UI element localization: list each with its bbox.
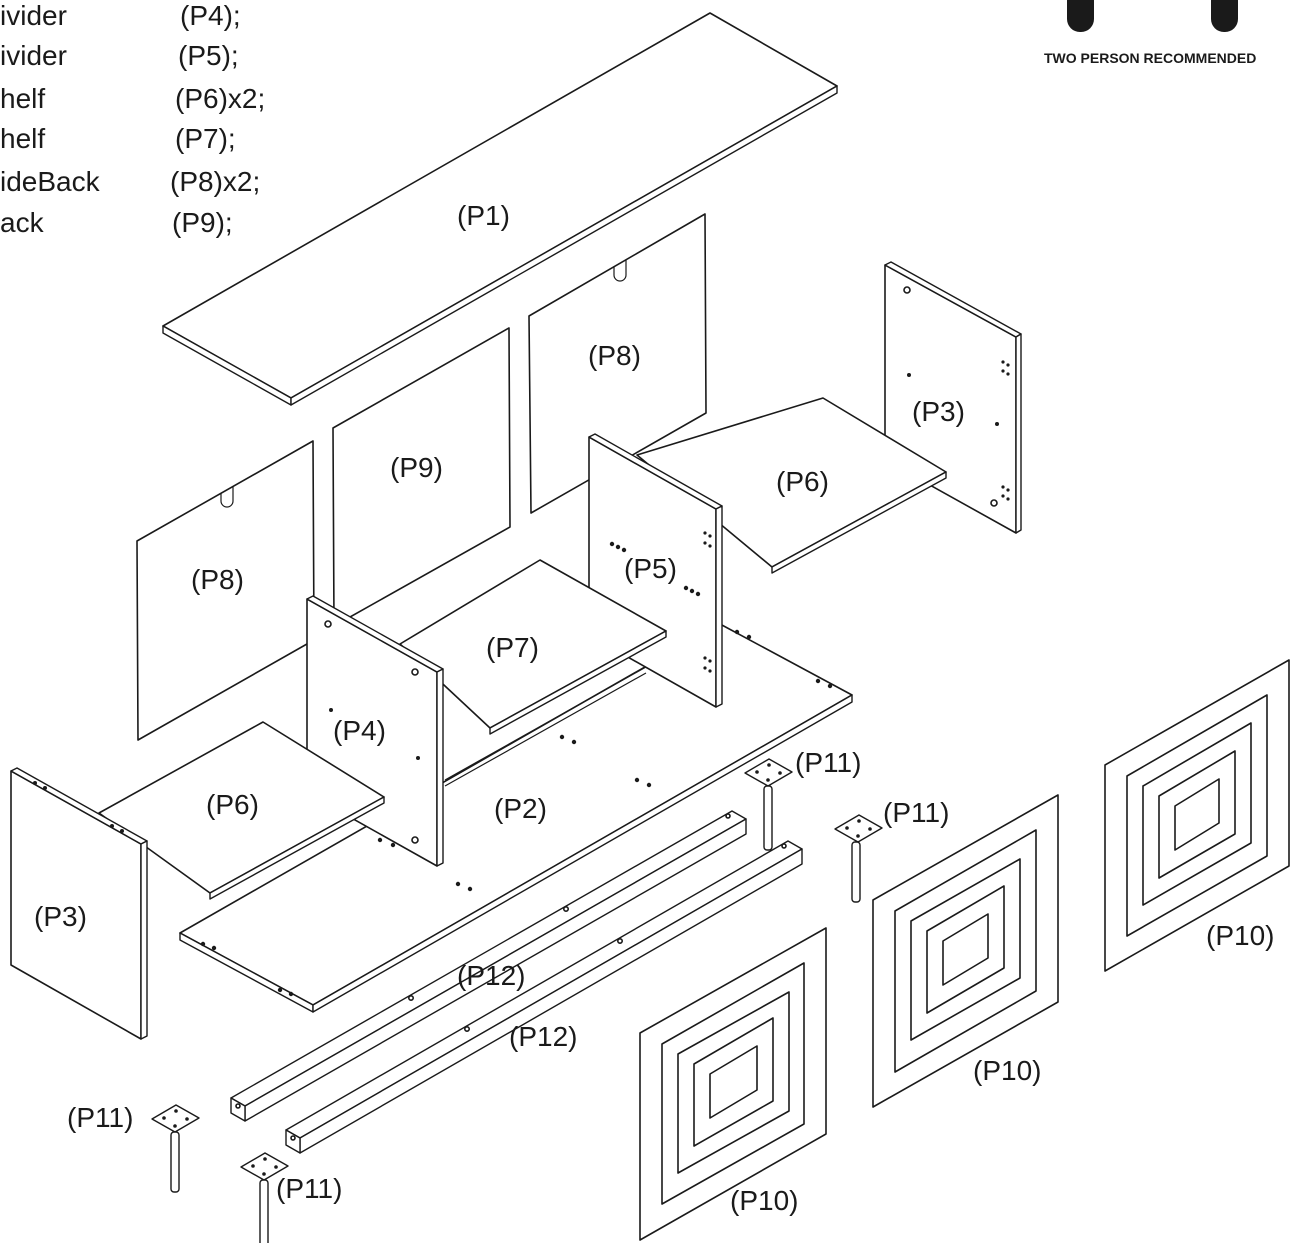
- label-p11-b: (P11): [883, 797, 949, 828]
- label-p12-upper: (P12): [457, 960, 525, 991]
- parts-list: ivider (P4); ivider (P5); helf (P6)x2; h…: [0, 0, 265, 238]
- door-middle: [872, 794, 1059, 1108]
- parts-list-code-5: (P8)x2;: [170, 166, 260, 197]
- label-p8-right: (P8): [588, 340, 641, 371]
- parts-list-code-4: (P7);: [175, 123, 236, 154]
- parts-list-name-3: helf: [0, 83, 45, 114]
- door-right: [1104, 659, 1290, 972]
- parts-list-name-6: ack: [0, 207, 45, 238]
- shelf-right: [636, 397, 947, 574]
- label-p4: (P4): [333, 715, 386, 746]
- rail-upper: [230, 810, 747, 1122]
- shelf-left: [98, 721, 385, 900]
- parts-list-code-3: (P6)x2;: [175, 83, 265, 114]
- label-p3-left: (P3): [34, 901, 87, 932]
- parts-list-name-5: ideBack: [0, 166, 101, 197]
- back-panel: [332, 327, 511, 627]
- label-p8-left: (P8): [191, 564, 244, 595]
- two-person-warning: TWO PERSON RECOMMENDED: [1044, 50, 1256, 66]
- label-p11-a: (P11): [795, 747, 861, 778]
- rail-lower: [285, 840, 803, 1154]
- leg-3: [151, 1104, 200, 1193]
- side-panel-left: [10, 767, 148, 1040]
- side-back-panel-right: [528, 213, 707, 514]
- label-p9: (P9): [390, 452, 443, 483]
- shelf-middle: [399, 559, 667, 787]
- leg-1: [744, 758, 793, 851]
- label-p6-right: (P6): [776, 466, 829, 497]
- parts-list-code-6: (P9);: [172, 207, 233, 238]
- label-p3-right: (P3): [912, 396, 965, 427]
- leg-2: [834, 814, 883, 903]
- leg-4: [240, 1152, 289, 1243]
- parts-list-code-1: (P4);: [180, 0, 241, 31]
- label-p5: (P5): [624, 553, 677, 584]
- parts-list-name-4: helf: [0, 123, 45, 154]
- label-p12-lower: (P12): [509, 1021, 577, 1052]
- parts-list-name-2: ivider: [0, 40, 67, 71]
- parts-list-name-1: ivider: [0, 0, 67, 31]
- label-p10-right: (P10): [1206, 920, 1274, 951]
- label-p10-front: (P10): [730, 1185, 798, 1216]
- label-p1: (P1): [457, 200, 510, 231]
- label-p6-left: (P6): [206, 789, 259, 820]
- label-p11-c: (P11): [67, 1102, 133, 1133]
- top-panel: [162, 12, 838, 406]
- two-person-icon: [1067, 0, 1238, 32]
- bottom-panel: [179, 623, 853, 1013]
- label-p11-d: (P11): [276, 1173, 342, 1204]
- door-front: [639, 927, 827, 1241]
- label-p7: (P7): [486, 632, 539, 663]
- label-p2: (P2): [494, 793, 547, 824]
- parts-list-code-2: (P5);: [178, 40, 239, 71]
- label-p10-middle: (P10): [973, 1055, 1041, 1086]
